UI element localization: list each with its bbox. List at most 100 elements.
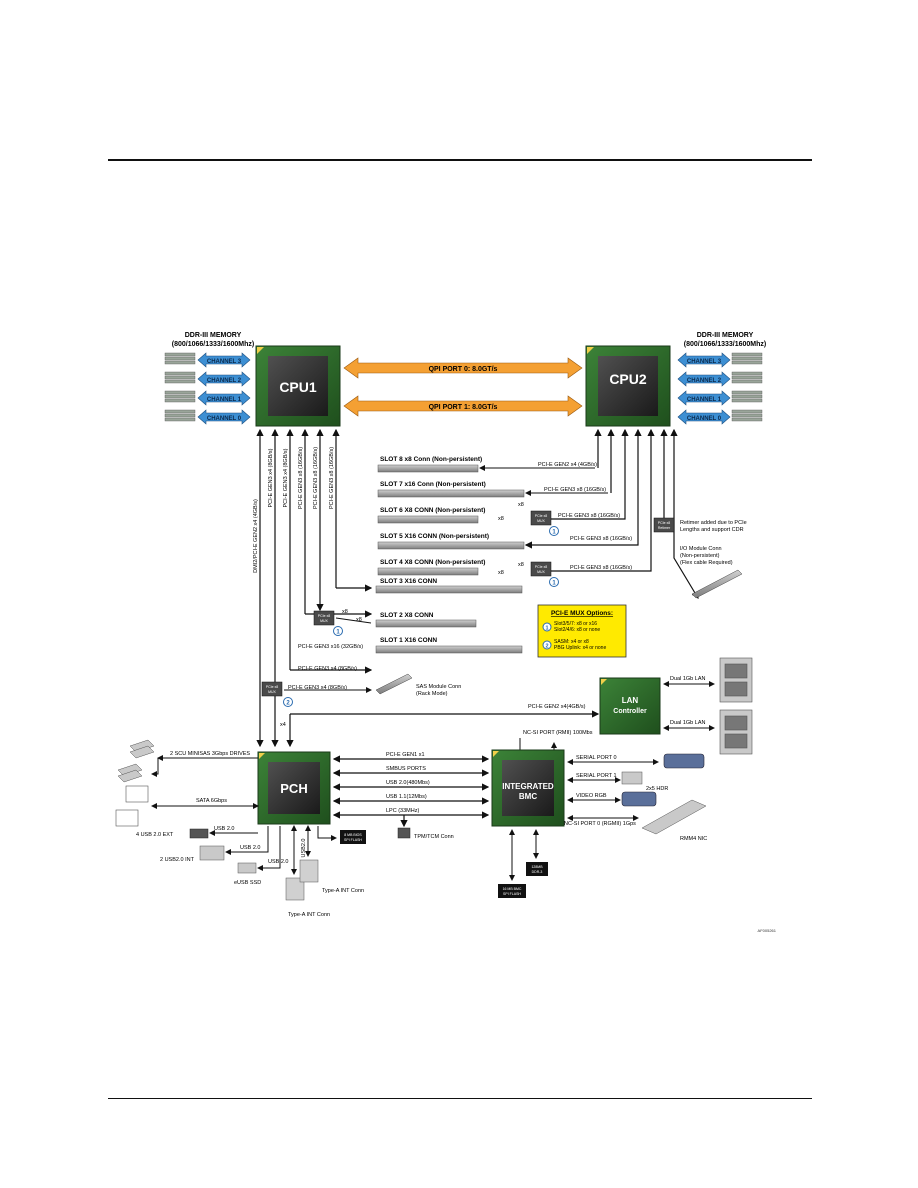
memory-right-speeds: (800/1066/1333/1600Mhz) — [684, 341, 767, 348]
slot: SLOT 5 X16 CONN (Non-persistent) PCI-E G… — [377, 533, 632, 550]
x8-label: x8 — [498, 516, 504, 522]
figure-id: AF005261 — [758, 928, 777, 933]
retimer-note: Lengths and support CDR — [680, 527, 744, 533]
bus-label: LPC (33MHz) — [386, 808, 419, 814]
qpi-label: QPI PORT 1: 8.0GT/s — [429, 404, 498, 411]
usb-ext-label: 4 USB 2.0 EXT — [136, 832, 174, 838]
pch-link-label: USB 2.0 — [214, 826, 234, 832]
mux-label: PCIe x8 — [318, 614, 331, 618]
x8-label: x8 — [356, 617, 362, 623]
channel-label: CHANNEL 1 — [207, 397, 242, 403]
mux-option-marker — [549, 577, 559, 587]
memory-right-title: DDR-III MEMORY — [697, 332, 754, 339]
dimm-stack — [731, 352, 763, 422]
channel-arrow: CHANNEL 3 — [197, 352, 251, 368]
eusb-ssd-icon — [237, 862, 257, 874]
retimer: PCIe x8 Retimer Retimer added due to PCI… — [653, 517, 747, 533]
sas-conn-label: (Rack Mode) — [416, 691, 448, 697]
pch-bmc-buses — [332, 755, 490, 828]
pch-label: PCH — [280, 781, 307, 796]
bmc-link-label: SERIAL PORT 1 — [576, 773, 617, 779]
channel-label: CHANNEL 2 — [207, 378, 242, 384]
marker-number: 1 — [552, 530, 556, 536]
io-module-conn: I/O Module Conn (Non-persistent) (Flex c… — [680, 546, 743, 599]
slot: SLOT 2 X8 CONN — [375, 612, 477, 628]
slot-link-label: PCI-E GEN3 x16 (32GB/s) — [298, 644, 363, 650]
pch-link-label: USB 2.0 — [268, 859, 288, 865]
lan-controller: PCI-E GEN2 x4(4GB/s) LAN Controller Dual… — [286, 657, 753, 755]
bmc-spi-label: 16 MB BMC — [503, 887, 522, 891]
cpu1-link-label: PCI-E GEN3 x4 (8GB/s) — [268, 448, 274, 507]
rmm4-label: RMM4 NIC — [680, 836, 707, 842]
pcie-mux: PCIe x8 MUX 1 x8 x8 — [313, 609, 372, 636]
slot-link-label: PCI-E GEN3 x8 (16GB/s) — [570, 536, 632, 542]
mux-label: MUX — [268, 690, 276, 694]
sata-connector-icon — [115, 785, 149, 827]
legend-title: PCI-E MUX Options: — [551, 610, 613, 617]
header-rule — [108, 159, 812, 161]
memory-right: DDR-III MEMORY (800/1066/1333/1600Mhz) C… — [677, 332, 767, 425]
cpu1-link-label: PCI-E GEN3 x8 (16GB/s) — [329, 447, 335, 509]
type-a-label: Type-A INT Conn — [322, 888, 364, 894]
channel-arrow: CHANNEL 1 — [197, 390, 251, 406]
legend-option: PBG Uplink: x4 or none — [554, 645, 606, 651]
usb-int-label: 2 USB2.0 INT — [160, 857, 195, 863]
bmc-link-label: VIDEO RGB — [576, 793, 607, 799]
bus-label: USB 1.1(12Mbs) — [386, 794, 427, 800]
bmc-bottom-peripherals: 16 MB BMC SPI FLASH 128MB DDR-3 — [498, 829, 548, 898]
slot: SLOT 7 x16 Conn (Non-persistent) PCI-E G… — [377, 481, 608, 498]
marker-number: 1 — [552, 581, 556, 587]
channel-label: CHANNEL 3 — [687, 359, 722, 365]
mux-option-marker — [333, 626, 343, 636]
mux-label: MUX — [320, 619, 328, 623]
hdr-label: 2x5 HDR — [646, 786, 668, 792]
slot-name: SLOT 8 x8 Conn (Non-persistent) — [380, 456, 482, 463]
cpu1-link-label: PCI-E GEN3 x4 (8GB/s) — [283, 448, 289, 507]
marker-number: 2 — [545, 644, 548, 650]
bmc-right-peripherals: SERIAL PORT 0 SERIAL PORT 1 2x5 HDR VIDE… — [564, 753, 707, 842]
slot-name: SLOT 6 X8 CONN (Non-persistent) — [380, 507, 485, 514]
qpi-link: QPI PORT 0: 8.0GT/s — [343, 357, 583, 379]
bus-label: SMBUS PORTS — [386, 766, 426, 772]
rmm4-nic-icon — [641, 799, 707, 835]
channel-label: CHANNEL 2 — [687, 378, 722, 384]
lan-title: Controller — [613, 708, 647, 715]
slot: SLOT 8 x8 Conn (Non-persistent) PCI-E GE… — [377, 456, 597, 473]
spi-flash-label: 8 MB BIOS — [344, 833, 362, 837]
pch-link-label: USB2.0 — [301, 839, 307, 858]
channel-arrow: CHANNEL 3 — [677, 352, 731, 368]
hdr-2x5-icon — [621, 771, 643, 785]
slot-name: SLOT 5 X16 CONN (Non-persistent) — [380, 533, 489, 540]
pch-link-label: SATA 6Gbps — [196, 798, 227, 804]
mux-label: MUX — [537, 570, 545, 574]
qpi-label: QPI PORT 0: 8.0GT/s — [429, 366, 498, 373]
lan-title: LAN — [622, 696, 639, 705]
bmc-link-label: NC-SI PORT 0 (RGMII) 1Gps — [564, 821, 636, 827]
mux-options-legend: PCI-E MUX Options: 1 Slot3/5/7: x8 or x1… — [537, 604, 627, 658]
channel-label: CHANNEL 0 — [207, 416, 242, 422]
marker-number: 1 — [545, 626, 548, 632]
usb-int-icon — [199, 845, 225, 861]
bmc-label: INTEGRATED — [502, 782, 554, 791]
pcie-mux: PCIe x8 MUX 1 x8 x8 — [498, 502, 559, 536]
x8-label: x8 — [342, 609, 348, 615]
bus-label: PCI-E GEN1 x1 — [386, 752, 425, 758]
bmc-chip: INTEGRATED BMC — [491, 749, 565, 827]
channel-arrow: CHANNEL 1 — [677, 390, 731, 406]
channel-arrow: CHANNEL 0 — [677, 409, 731, 425]
x8-label: x8 — [518, 502, 524, 508]
io-module-label: (Non-persistent) — [680, 553, 720, 559]
cpu1-chip: CPU1 — [255, 345, 341, 427]
slot: SLOT 4 X8 CONN (Non-persistent) PCI-E GE… — [377, 559, 632, 576]
slot: SLOT 3 X16 CONN — [375, 578, 523, 594]
pch-bottom-peripherals: USB2.0 Type-A INT Conn Type-A INT Conn 8… — [285, 825, 366, 918]
vga-port-icon — [621, 791, 657, 807]
io-module-label: (Flex cable Required) — [680, 560, 733, 566]
bmc-spi-label: SPI FLASH — [503, 892, 521, 896]
tpm-conn: TPM/TCM Conn — [397, 827, 454, 840]
x8-label: x8 — [518, 562, 524, 568]
sas-conn-label: SAS Module Conn — [416, 684, 461, 690]
lan-link-label: PCI-E GEN2 x4(4GB/s) — [528, 704, 586, 710]
retimer-note: Retimer added due to PCIe — [680, 520, 747, 526]
lan-port-label: Dual 1Gb LAN — [670, 720, 705, 726]
